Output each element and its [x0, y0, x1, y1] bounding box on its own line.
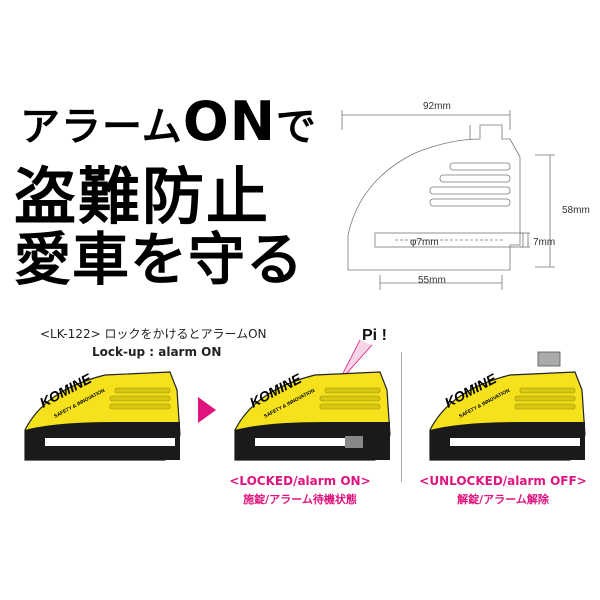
- unlocked-state-title: <UNLOCKED/alarm OFF>: [419, 474, 587, 488]
- headline-suffix: で: [275, 104, 317, 150]
- headline-prefix: アラーム: [20, 104, 183, 150]
- disc-lock-locked-image: KOMINE SAFETY & INNOVATION: [234, 370, 391, 461]
- disc-lock-unlocked-image: KOMINE SAFETY & INNOVATION: [429, 351, 586, 461]
- dimension-drawing: [341, 110, 555, 290]
- locked-state-subtitle: 施錠/アラーム待機状態: [243, 493, 357, 506]
- headline-on: ON: [182, 90, 276, 153]
- locked-state-title: <LOCKED/alarm ON>: [229, 474, 371, 488]
- divider: [401, 352, 402, 482]
- headline-line1: アラームONで: [20, 90, 317, 153]
- base-dimension-label: 55mm: [418, 275, 446, 286]
- model-caption: <LK-122> ロックをかけるとアラームON: [40, 327, 267, 341]
- disc-lock-open-image: KOMINE SAFETY & INNOVATION: [24, 370, 181, 461]
- headline-line3: 愛車を守る: [14, 227, 304, 293]
- gap-dimension-label: 7mm: [533, 237, 556, 248]
- alarm-sound-label: Pi !: [362, 327, 387, 344]
- height-dimension-label: 58mm: [562, 205, 590, 216]
- pin-dimension-label: φ7mm: [410, 237, 439, 248]
- arrow-right-icon: [198, 397, 216, 423]
- model-caption-english: Lock-up : alarm ON: [92, 345, 222, 359]
- width-dimension-label: 92mm: [423, 101, 451, 112]
- unlocked-state-subtitle: 解錠/アラーム解除: [457, 493, 549, 506]
- headline-line2: 盗難防止: [14, 160, 271, 233]
